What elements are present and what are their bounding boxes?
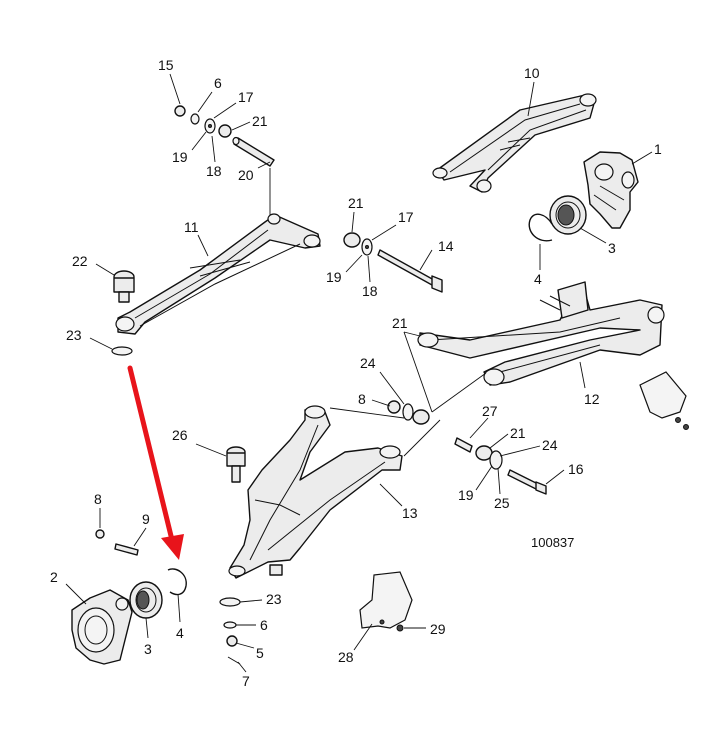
knuckle-2 — [71, 589, 133, 665]
ball-joint-26 — [226, 446, 246, 483]
callout-21-middle: 21 — [348, 195, 364, 211]
lower-hardware-stack — [219, 597, 241, 665]
callout-6-lower: 6 — [260, 617, 268, 633]
upper-left-hardware — [174, 105, 232, 138]
leader-lines — [65, 73, 653, 673]
ball-joint-22 — [113, 270, 135, 303]
callout-14: 14 — [438, 238, 454, 254]
bolt-9-nut-8 — [95, 529, 139, 556]
pivot-pin-20 — [232, 136, 275, 167]
callout-21-lower: 21 — [392, 315, 408, 331]
callout-1: 1 — [654, 141, 662, 157]
callout-21-right: 21 — [510, 425, 526, 441]
callout-22: 22 — [72, 253, 88, 269]
callout-labels: 15 6 17 21 19 18 20 10 1 11 21 17 14 3 4… — [50, 57, 662, 689]
a-arm-10 — [432, 93, 597, 193]
callout-8-lower: 8 — [94, 491, 102, 507]
right-hardware-16-27 — [454, 437, 547, 495]
callout-6: 6 — [214, 75, 222, 91]
callout-23-lower: 23 — [266, 591, 282, 607]
callout-16: 16 — [568, 461, 584, 477]
highlight-arrow — [127, 365, 184, 560]
clip-23-upper — [111, 346, 133, 356]
callout-18: 18 — [206, 163, 222, 179]
callout-4-upper: 4 — [534, 271, 542, 287]
a-arm-11 — [115, 213, 321, 335]
callout-10: 10 — [524, 65, 540, 81]
guard-28 — [359, 571, 413, 632]
callout-21: 21 — [252, 113, 268, 129]
callout-24-right: 24 — [542, 437, 558, 453]
callout-29: 29 — [430, 621, 446, 637]
callout-18-middle: 18 — [362, 283, 378, 299]
callout-17-middle: 17 — [398, 209, 414, 225]
callout-28: 28 — [338, 649, 354, 665]
callout-23-upper: 23 — [66, 327, 82, 343]
snap-ring-4-upper — [528, 213, 553, 242]
callout-19-middle: 19 — [326, 269, 342, 285]
bearing-3-lower — [129, 581, 163, 619]
a-arm-13 — [228, 405, 403, 579]
mid-hardware-8-24-21 — [387, 400, 430, 425]
a-arm-12 — [417, 281, 665, 386]
callout-15: 15 — [158, 57, 174, 73]
callout-26: 26 — [172, 427, 188, 443]
callout-20: 20 — [238, 167, 254, 183]
bearing-3-upper — [549, 195, 587, 235]
knuckle-1 — [583, 151, 639, 229]
figure-id: 100837 — [531, 535, 574, 550]
callout-19-right: 19 — [458, 487, 474, 503]
callout-4-lower: 4 — [176, 625, 184, 641]
callout-3-upper: 3 — [608, 240, 616, 256]
middle-hardware — [343, 232, 443, 293]
callout-19: 19 — [172, 149, 188, 165]
snap-ring-4-lower — [167, 568, 187, 596]
callout-17: 17 — [238, 89, 254, 105]
callout-11: 11 — [184, 219, 199, 235]
callout-7: 7 — [242, 673, 250, 689]
callout-13: 13 — [402, 505, 418, 521]
callout-12: 12 — [584, 391, 600, 407]
callout-2: 2 — [50, 569, 58, 585]
callout-24: 24 — [360, 355, 376, 371]
callout-25: 25 — [494, 495, 510, 511]
guard-right — [639, 371, 689, 430]
callout-5: 5 — [256, 645, 264, 661]
callout-27: 27 — [482, 403, 498, 419]
callout-3-lower: 3 — [144, 641, 152, 657]
callout-9: 9 — [142, 511, 150, 527]
callout-8-middle: 8 — [358, 391, 366, 407]
